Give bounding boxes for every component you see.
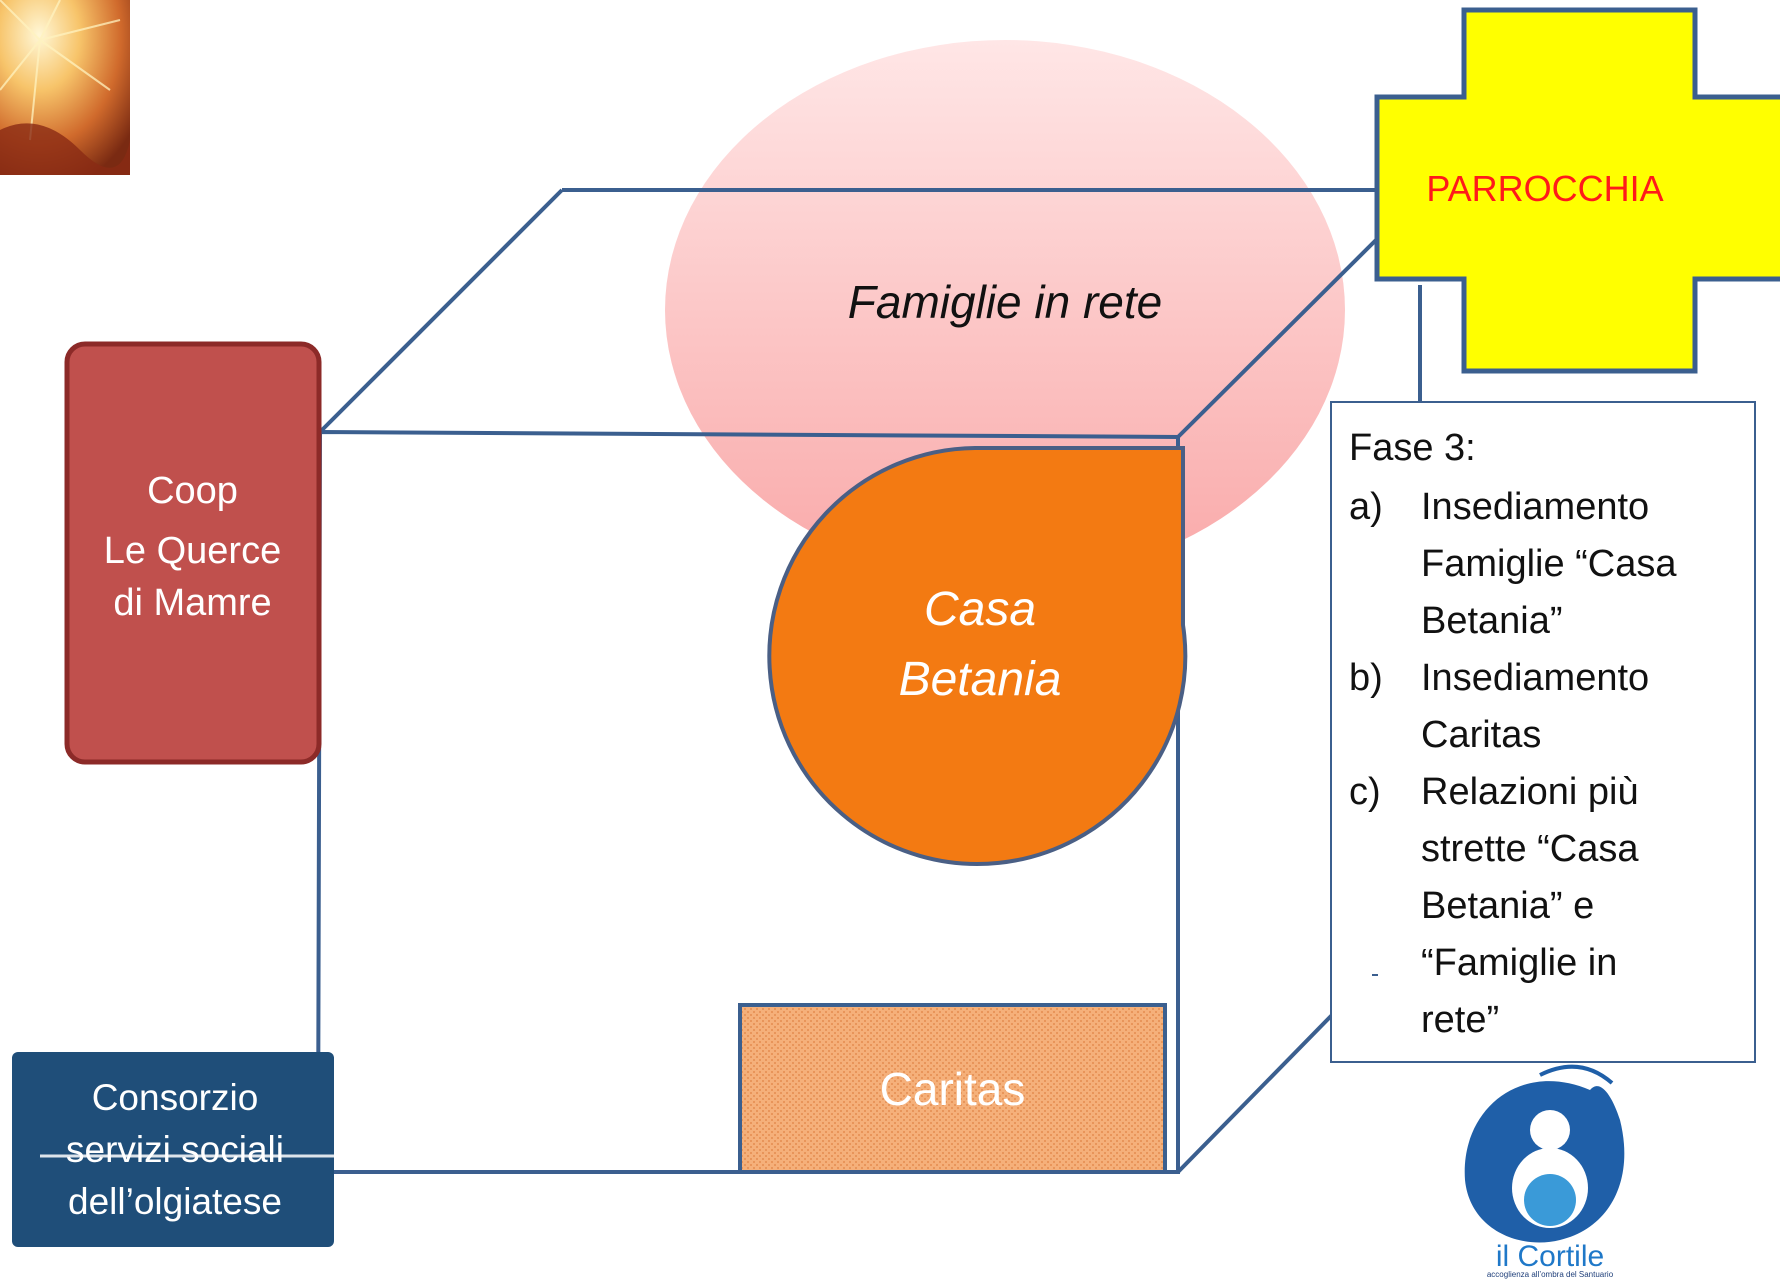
coop-line-1: Coop: [147, 470, 238, 512]
consorzio-line-2: servizi sociali: [66, 1129, 284, 1170]
il-cortile-logo-text: il Cortile: [1495, 1240, 1605, 1273]
casa-line-1: Casa: [923, 583, 1037, 636]
coop-label: Coop Le Querce di Mamre: [70, 465, 315, 629]
consorzio-line-3: dell’olgiatese: [68, 1181, 282, 1222]
fase-item-line: rete”: [1421, 999, 1500, 1041]
fase-item-line: Insediamento: [1421, 657, 1650, 699]
coop-line-2: Le Querce: [103, 530, 282, 572]
fase-item-c: c) Relazioni più strette “Casa Betania” …: [1349, 764, 1749, 1049]
consorzio-box: [12, 1052, 334, 1247]
fase-item-line: Caritas: [1421, 714, 1542, 756]
fase-item-marker: c): [1349, 771, 1381, 813]
fase-item-line: Betania”: [1421, 600, 1563, 642]
fase-item-line: Betania” e: [1421, 885, 1595, 927]
casa-betania-shape: [767, 446, 1188, 866]
casa-line-2: Betania: [898, 653, 1062, 706]
fase-item-line: Relazioni più: [1421, 771, 1639, 813]
fase-3-box: [1330, 401, 1756, 1063]
famiglie-in-rete-label: Famiglie in rete: [847, 276, 1163, 328]
fase-item-b: b) Insediamento Caritas: [1349, 650, 1749, 764]
parrocchia-label: PARROCCHIA: [1426, 168, 1664, 209]
caritas-label: Caritas: [879, 1063, 1026, 1115]
parrocchia-cross: [1374, 7, 1780, 374]
caritas-box: [738, 1003, 1167, 1174]
casa-betania-label: Casa Betania: [770, 575, 1190, 715]
consorzio-line-1: Consorzio: [91, 1077, 259, 1118]
coop-box: [64, 341, 322, 765]
fase-item-line: Famiglie “Casa: [1421, 543, 1677, 585]
fase-3-title: Fase 3:: [1349, 427, 1476, 469]
decorative-image: [0, 0, 130, 175]
fase-item-line: “Famiglie in: [1421, 942, 1618, 984]
fase-item-line: Insediamento: [1421, 486, 1650, 528]
consorzio-label: Consorzio servizi sociali dell’olgiatese: [15, 1072, 335, 1228]
fase-3-list: a) Insediamento Famiglie “Casa Betania” …: [1349, 479, 1749, 1049]
fase-3-text: Fase 3: a) Insediamento Famiglie “Casa B…: [1349, 420, 1749, 1049]
fase-item-marker: b): [1349, 657, 1383, 699]
coop-line-3: di Mamre: [113, 582, 272, 624]
famiglie-in-rete-ellipse: [665, 40, 1345, 580]
il-cortile-logo-subtext: accoglienza all’ombra del Santuario: [1486, 1270, 1614, 1279]
il-cortile-logo: [1464, 1064, 1625, 1243]
fase-item-a: a) Insediamento Famiglie “Casa Betania”: [1349, 479, 1749, 650]
fase-item-line: strette “Casa: [1421, 828, 1639, 870]
network-cube: [315, 188, 1422, 1174]
fase-item-marker: a): [1349, 486, 1383, 528]
